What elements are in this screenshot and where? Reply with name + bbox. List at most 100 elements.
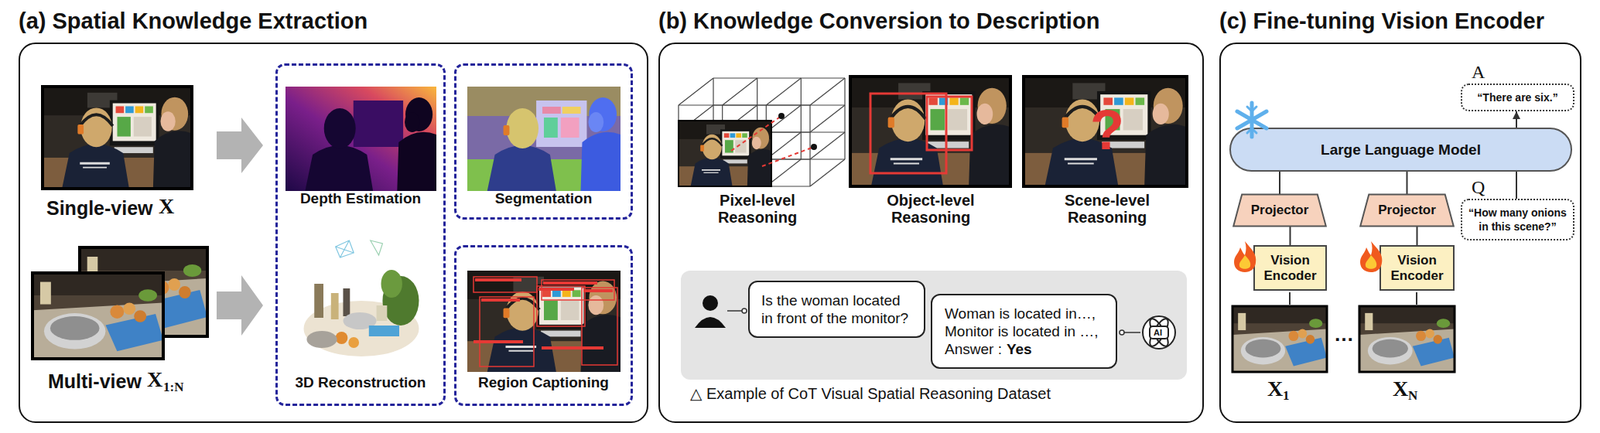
input-view-photo-part — [1359, 306, 1455, 373]
box-label: Projector — [1377, 202, 1436, 219]
pixel-level-photo-part — [678, 120, 772, 187]
math-symbol: X — [158, 194, 175, 219]
scene-level-photo-part — [1023, 76, 1187, 187]
depth-map — [285, 86, 437, 192]
method-label: 3D Reconstruction — [277, 374, 444, 392]
gray-arrow-part — [216, 117, 264, 174]
bubble-text: “How many onions in this scene?” — [1466, 205, 1569, 234]
pixel-level-photo — [678, 112, 818, 187]
region-caption-photo-part-part — [481, 298, 520, 302]
pixel-level-photo-part — [731, 116, 814, 167]
method-group: Depth Estimation 3D Reconstruction — [275, 63, 446, 407]
speech-bubble: Is the woman located in front of the mon… — [748, 280, 926, 339]
depth-map-part — [285, 86, 437, 192]
gray-arrow — [216, 117, 264, 336]
connector — [1416, 226, 1419, 246]
panel: (c) Fine-tuning Vision EncoderA“There ar… — [1219, 42, 1582, 424]
reconstruction-part — [285, 229, 438, 373]
input-view-photo-part — [1289, 292, 1417, 305]
connector — [1515, 111, 1518, 128]
snowflake-icon-part — [1237, 102, 1267, 137]
voxel-grid-part — [678, 78, 845, 187]
answer-bubble: A“There are six.” — [1460, 83, 1575, 112]
panel: (b) Knowledge Conversion to Description … — [658, 42, 1204, 424]
fire-icon-part — [1239, 255, 1251, 270]
math-symbol: X — [1392, 376, 1409, 402]
region-caption-photo-part-part — [541, 346, 604, 350]
question-text: Is the woman located in front of the mon… — [761, 291, 913, 328]
object-level-photo-part — [926, 96, 972, 151]
gray-arrow-part — [216, 275, 264, 336]
view-label: Single-view — [46, 196, 154, 220]
leader-line-part — [727, 310, 742, 312]
region-caption-photo-part-part — [538, 287, 575, 291]
fire-icon — [1229, 239, 1261, 274]
math-symbol: X — [147, 367, 163, 393]
region-caption-photo-part-part — [479, 297, 534, 367]
connector — [1515, 171, 1518, 199]
object-level-photo-part — [850, 76, 1011, 187]
method-label: Segmentation — [456, 190, 631, 208]
encoder-box: Vision Encoder — [1253, 245, 1327, 291]
scene-level-photo-part — [1023, 76, 1187, 187]
multi-view-photos — [32, 247, 208, 359]
pixel-level-photo-part — [778, 112, 785, 120]
reasoning-label: Object-level Reasoning — [872, 191, 989, 226]
segmentation-map — [467, 86, 621, 192]
reasoning-label: Pixel-level Reasoning — [699, 191, 816, 226]
connector — [1406, 171, 1409, 195]
box-label: Large Language Model — [1320, 141, 1481, 159]
snowflake-icon-part-part — [1237, 102, 1267, 137]
leader-line-part — [1119, 330, 1125, 336]
reasoning-label: Scene-level Reasoning — [1049, 191, 1166, 226]
ai-icon-part — [1142, 316, 1176, 349]
input-view-photo-part — [1232, 306, 1327, 373]
math-subscript: 1 — [1282, 388, 1290, 404]
region-caption-photo-part-part — [473, 276, 537, 293]
voxel-grid — [678, 78, 845, 187]
box-label: Projector — [1251, 202, 1310, 219]
input-view-photo — [1232, 292, 1455, 373]
answer-value: Yes — [1006, 341, 1033, 358]
speech-bubble: Woman is located in…,Monitor is located … — [930, 294, 1118, 370]
pixel-level-photo-part — [810, 143, 818, 151]
multi-view-photos-part — [32, 273, 164, 359]
view-label: Multi-view — [47, 369, 142, 394]
user-icon-part — [694, 317, 726, 329]
method-label: Region Captioning — [456, 374, 631, 392]
region-caption-photo-part-part — [543, 281, 598, 285]
bubble-text: “There are six.” — [1466, 90, 1569, 105]
panel-title: (b) Knowledge Conversion to Description — [658, 7, 1100, 35]
ai-icon — [1142, 316, 1176, 349]
box-label: Vision Encoder — [1384, 252, 1450, 284]
region-caption-photo-part-part — [583, 289, 613, 293]
leader-line-part — [741, 308, 747, 314]
fire-icon-part — [1234, 241, 1256, 273]
region-caption-photo-part — [467, 270, 621, 373]
region-caption-photo-part — [473, 278, 613, 350]
object-level-photo-part — [850, 76, 1011, 187]
fire-icon — [1355, 239, 1387, 274]
projector-box: Projector — [1359, 194, 1455, 227]
math-symbol: X — [1267, 376, 1283, 402]
ai-icon-part — [1149, 326, 1169, 339]
object-level-photo — [850, 76, 1011, 187]
fire-icon-part — [1365, 255, 1377, 270]
input-view-photo-part — [1232, 306, 1327, 373]
single-view-photo — [42, 86, 192, 189]
method-label: Depth Estimation — [277, 190, 444, 208]
region-caption-photo-part — [473, 276, 618, 367]
reconstruction — [285, 229, 438, 373]
object-level-photo-part — [870, 93, 947, 174]
region-caption-photo-part-part — [581, 287, 618, 366]
method-group: Segmentation — [454, 63, 633, 220]
leader-line-part — [1124, 331, 1141, 334]
trapezoid-shape-part — [1233, 194, 1327, 226]
method-group: Region Captioning — [454, 245, 633, 407]
math-subscript: N — [1408, 388, 1418, 404]
multi-view-photos-part — [32, 273, 164, 359]
user-icon-part — [702, 295, 718, 312]
llm-box: Large Language Model — [1229, 127, 1573, 172]
ai-icon-part — [1146, 316, 1172, 349]
